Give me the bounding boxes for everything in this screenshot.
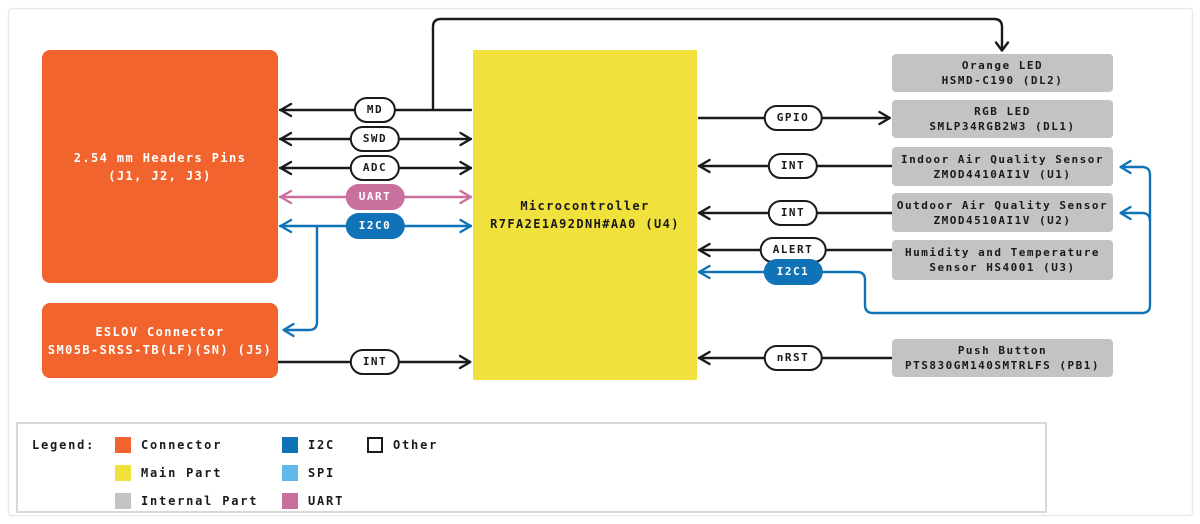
orange-led-arrow-down-icon bbox=[994, 41, 1010, 52]
box-label-line: 2.54 mm Headers Pins bbox=[73, 150, 247, 165]
gpio-arrow-right-icon bbox=[878, 110, 891, 126]
legend-item-label: Main Part bbox=[141, 466, 223, 480]
box-label-line: Orange LED bbox=[961, 59, 1044, 72]
i2c-swatch-icon bbox=[282, 437, 298, 453]
orange-led-box: Orange LED HSMD-C190 (DL2) bbox=[892, 54, 1113, 92]
int-u2-arrow-left-icon bbox=[698, 205, 711, 221]
legend-panel: Legend: Connector Main Part Internal Par… bbox=[16, 422, 1047, 513]
box-label-line: SM05B-SRSS-TB(LF)(SN) (J5) bbox=[47, 342, 273, 357]
int-u1-arrow-left-icon bbox=[698, 158, 711, 174]
legend-item-i2c: I2C bbox=[282, 437, 335, 453]
indoor-air-quality-sensor-box: Indoor Air Quality Sensor ZMOD4410AI1V (… bbox=[892, 147, 1113, 186]
box-label-line: PTS830GM140SMTRLFS (PB1) bbox=[905, 359, 1100, 372]
microcontroller-box: Microcontroller R7FA2E1A92DNH#AA0 (U4) bbox=[473, 50, 697, 380]
eslov-connector-box: ESLOV Connector SM05B-SRSS-TB(LF)(SN) (J… bbox=[42, 303, 278, 378]
box-label-line: ZMOD4410AI1V (U1) bbox=[933, 167, 1072, 181]
internal-part-swatch-icon bbox=[115, 493, 131, 509]
swd-arrow-right-icon bbox=[459, 131, 472, 147]
humidity-temperature-sensor-box: Humidity and Temperature Sensor HS4001 (… bbox=[892, 240, 1113, 280]
wire-label-uart: UART bbox=[345, 184, 405, 210]
outdoor-air-quality-sensor-box: Outdoor Air Quality Sensor ZMOD4510AI1V … bbox=[892, 193, 1113, 232]
wire-label-i2c0: I2C0 bbox=[345, 213, 405, 239]
box-label-line: Microcontroller bbox=[520, 199, 650, 213]
i2c0-arrow-left-icon bbox=[279, 218, 293, 234]
nrst-arrow-left-icon bbox=[698, 350, 711, 366]
i2c1-u2-branch-wire bbox=[1119, 211, 1152, 223]
box-label-line: Push Button bbox=[957, 344, 1048, 357]
connector-swatch-icon bbox=[115, 437, 131, 453]
box-label-line: Indoor Air Quality Sensor bbox=[900, 152, 1105, 166]
headers-pins-box: 2.54 mm Headers Pins (J1, J2, J3) bbox=[42, 50, 278, 283]
wire-label-md: MD bbox=[353, 97, 397, 123]
legend-item-label: UART bbox=[308, 494, 345, 508]
legend-item-spi: SPI bbox=[282, 465, 335, 481]
md-arrow-left-icon bbox=[279, 102, 293, 118]
i2c1-u1-arrow-icon bbox=[1119, 159, 1132, 175]
uart-arrow-left-icon bbox=[279, 189, 293, 205]
i2c1-arrow-left-icon bbox=[698, 264, 711, 280]
legend-item-label: I2C bbox=[308, 438, 336, 452]
legend-item-label: Internal Part bbox=[141, 494, 259, 508]
i2c1-u2-arrow-icon bbox=[1119, 205, 1132, 221]
wire-label-adc: ADC bbox=[349, 155, 401, 181]
box-label-line: ZMOD4510AI1V (U2) bbox=[933, 213, 1072, 227]
rgb-led-box: RGB LED SMLP34RGB2W3 (DL1) bbox=[892, 100, 1113, 138]
box-label-line: R7FA2E1A92DNH#AA0 (U4) bbox=[490, 217, 680, 231]
i2c1-wire bbox=[697, 165, 1152, 315]
wire-label-alert: ALERT bbox=[759, 237, 827, 263]
wire-label-nrst: nRST bbox=[763, 345, 823, 371]
box-label-line: Sensor HS4001 (U3) bbox=[929, 261, 1076, 274]
wire-label-swd: SWD bbox=[349, 126, 401, 152]
box-label-line: RGB LED bbox=[974, 105, 1031, 118]
box-label-line: (J1, J2, J3) bbox=[108, 168, 212, 183]
spi-swatch-icon bbox=[282, 465, 298, 481]
wire-label-int-u2: INT bbox=[767, 200, 819, 226]
i2c0-eslov-branch-wire bbox=[282, 224, 319, 332]
i2c0-arrow-right-icon bbox=[459, 218, 472, 234]
wire-label-int-u1: INT bbox=[767, 153, 819, 179]
legend-item-label: Other bbox=[393, 438, 439, 452]
adc-arrow-left-icon bbox=[279, 160, 293, 176]
eslov-int-arrow-right-icon bbox=[458, 354, 472, 370]
legend-item-label: SPI bbox=[308, 466, 336, 480]
swd-arrow-left-icon bbox=[279, 131, 293, 147]
adc-arrow-right-icon bbox=[459, 160, 472, 176]
page-frame bbox=[7, 7, 1194, 517]
wire-label-i2c1: I2C1 bbox=[763, 259, 823, 285]
legend-item-internal-part: Internal Part bbox=[115, 493, 258, 509]
box-label-line: Humidity and Temperature bbox=[905, 246, 1100, 259]
legend-title: Legend: bbox=[32, 438, 96, 452]
uart-swatch-icon bbox=[282, 493, 298, 509]
box-label-line: HSMD-C190 (DL2) bbox=[941, 74, 1064, 87]
box-label-line: ESLOV Connector bbox=[95, 324, 225, 339]
other-swatch-icon bbox=[367, 437, 383, 453]
wire-label-gpio: GPIO bbox=[763, 105, 823, 131]
uart-arrow-right-icon bbox=[459, 189, 472, 205]
legend-item-other: Other bbox=[367, 437, 438, 453]
legend-item-label: Connector bbox=[141, 438, 223, 452]
eslov-arrow-left-icon bbox=[282, 322, 295, 338]
box-label-line: SMLP34RGB2W3 (DL1) bbox=[929, 120, 1076, 133]
wire-label-eslov-int: INT bbox=[349, 349, 401, 375]
legend-item-main-part: Main Part bbox=[115, 465, 222, 481]
box-label-line: Outdoor Air Quality Sensor bbox=[896, 198, 1109, 212]
main-part-swatch-icon bbox=[115, 465, 131, 481]
alert-arrow-left-icon bbox=[698, 242, 711, 258]
push-button-box: Push Button PTS830GM140SMTRLFS (PB1) bbox=[892, 339, 1113, 377]
md-top-branch-wire bbox=[431, 17, 1004, 112]
legend-item-connector: Connector bbox=[115, 437, 222, 453]
legend-item-uart: UART bbox=[282, 493, 344, 509]
